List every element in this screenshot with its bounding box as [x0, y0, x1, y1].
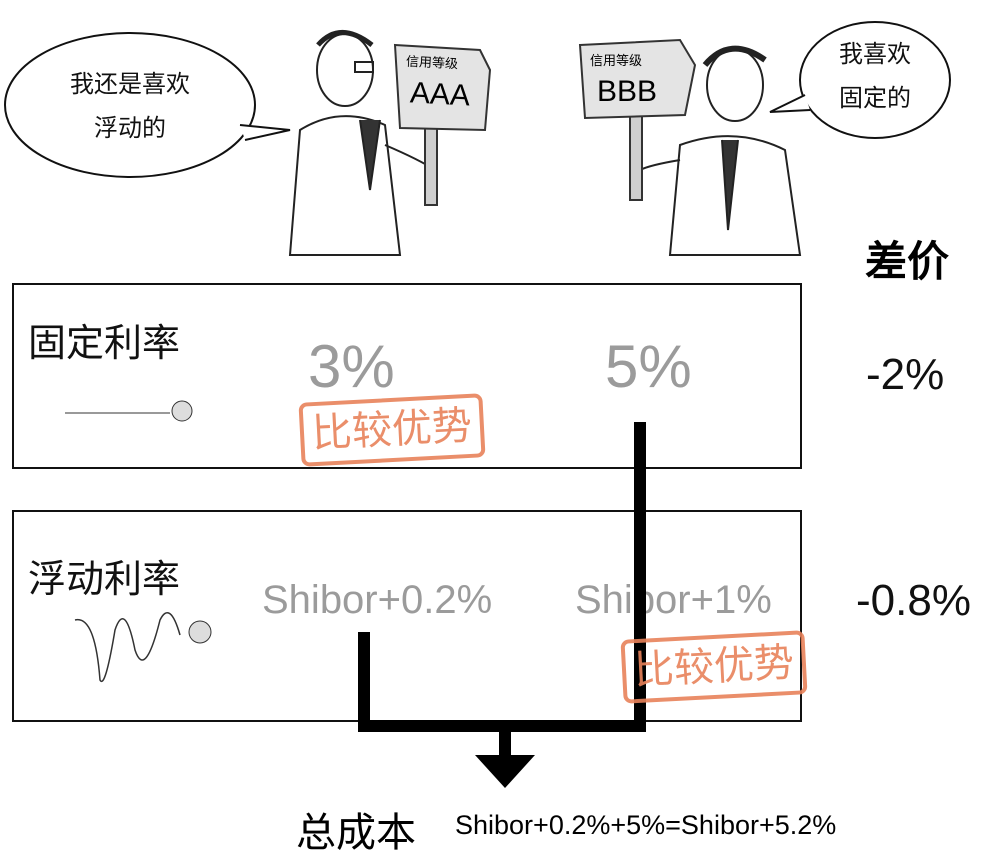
right-sign-rating: BBB — [597, 75, 658, 108]
left-bubble-line-2: 浮动的 — [94, 114, 166, 142]
floating-rate-label: 浮动利率 — [28, 557, 181, 601]
connector-horizontal — [358, 720, 646, 732]
floating-bbb-rate: Shibor+1% — [575, 578, 772, 622]
right-speech-bubble-shape — [769, 21, 951, 139]
right-bubble-text: 我喜欢 固定的 — [815, 32, 935, 120]
comparative-advantage-stamp-floating: 比较优势 — [620, 630, 808, 704]
comparative-advantage-stamp-fixed: 比较优势 — [298, 393, 486, 467]
left-sign-rating: AAA — [409, 76, 471, 113]
right-sign-title: 信用等级 — [590, 54, 643, 69]
floating-wave-bird-icon — [74, 611, 212, 683]
down-arrow-icon — [475, 755, 535, 788]
floating-diff: -0.8% — [856, 576, 971, 625]
connector-floating-aaa — [358, 632, 370, 732]
fixed-rate-row — [12, 283, 802, 469]
fixed-aaa-rate: 3% — [308, 333, 395, 400]
left-sign-title: 信用等级 — [405, 54, 459, 73]
fixed-rate-label: 固定利率 — [28, 321, 181, 365]
diff-header: 差价 — [865, 237, 950, 286]
right-sign — [578, 38, 697, 201]
fixed-bbb-rate: 5% — [605, 333, 692, 400]
total-cost-formula: Shibor+0.2%+5%=Shibor+5.2% — [455, 810, 837, 840]
floating-aaa-rate: Shibor+0.2% — [262, 578, 493, 622]
connector-down — [499, 730, 511, 760]
left-speech-bubble-shape — [4, 32, 291, 178]
left-bubble-text: 我还是喜欢 浮动的 — [40, 62, 220, 150]
left-sign — [393, 43, 492, 206]
left-bubble-line-1: 我还是喜欢 — [70, 70, 190, 98]
fixed-line-bird-icon — [65, 400, 193, 422]
right-bubble-line-2: 固定的 — [839, 84, 911, 112]
total-cost-label: 总成本 — [296, 810, 416, 856]
connector-fixed-bbb — [634, 422, 646, 720]
right-bubble-line-1: 我喜欢 — [839, 40, 911, 68]
right-man-figure — [639, 45, 802, 256]
fixed-diff: -2% — [866, 350, 945, 399]
left-man-figure — [288, 30, 436, 256]
illustration — [4, 21, 951, 256]
